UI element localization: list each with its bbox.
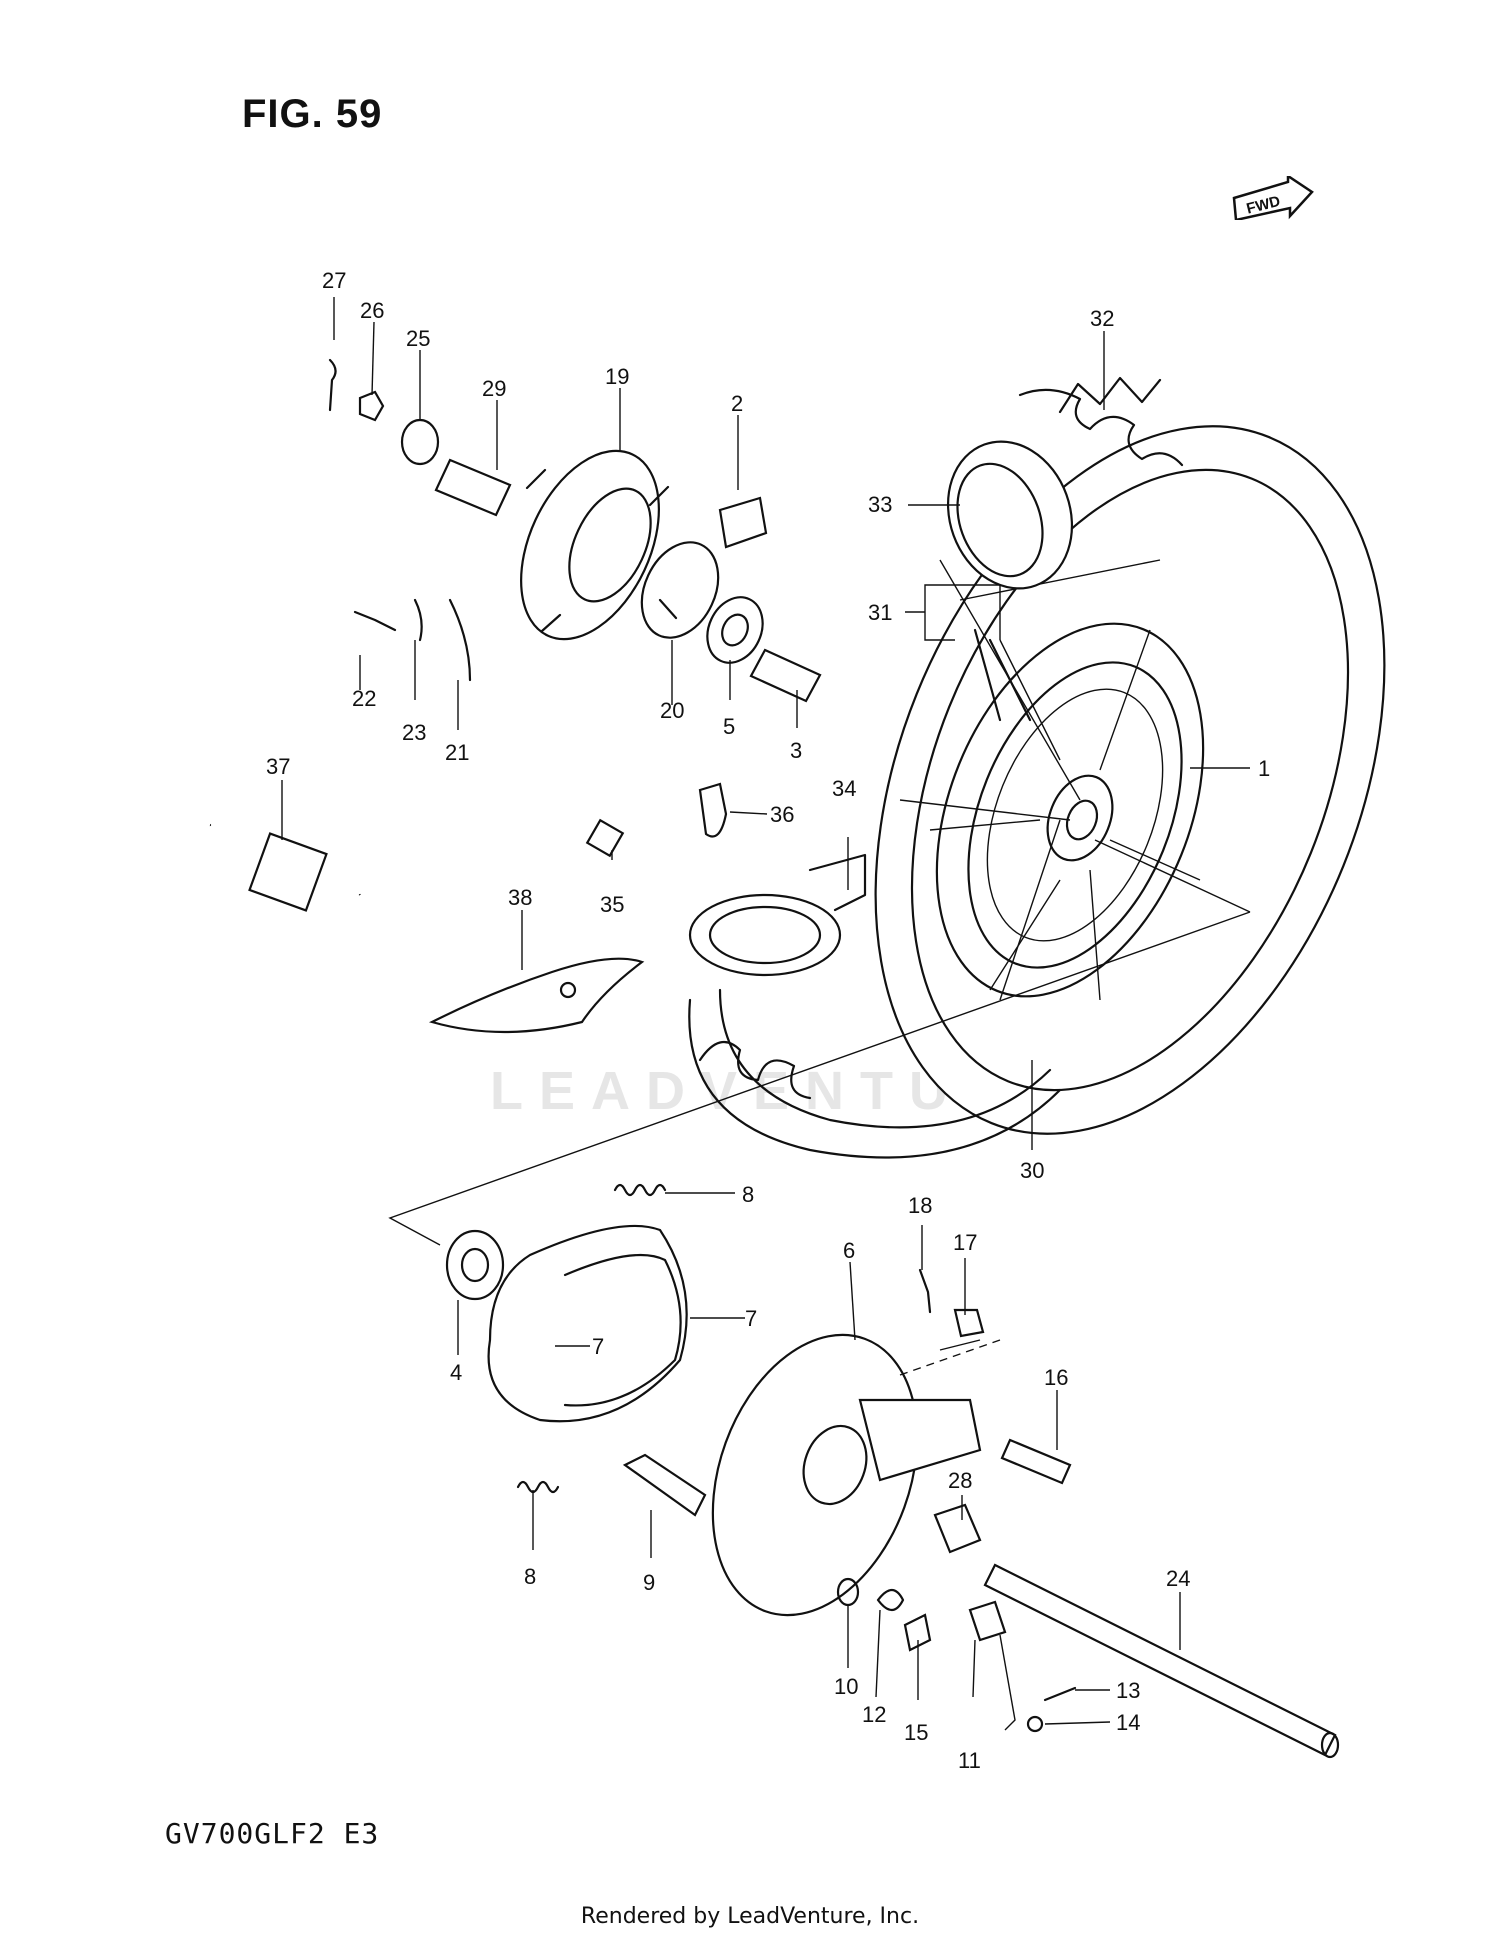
callout-35: 35 — [600, 892, 624, 917]
callout-1: 1 — [1258, 756, 1270, 781]
brake-panel-drawing — [711, 1333, 982, 1617]
bolt-plate-clip-drawing — [353, 598, 472, 682]
callout-7a: 7 — [745, 1306, 757, 1331]
inner-tube-drawing — [688, 988, 1062, 1159]
callout-16: 16 — [1044, 1365, 1068, 1390]
callout-34: 34 — [832, 776, 856, 801]
hub-drum-drawing — [520, 449, 678, 641]
callout-24: 24 — [1166, 1566, 1190, 1591]
valve-drawing — [698, 782, 728, 838]
bearing-4-drawing — [445, 1229, 505, 1301]
tire-and-wheel-drawing — [698, 376, 1386, 1135]
callout-29: 29 — [482, 376, 506, 401]
callout-13: 13 — [1116, 1678, 1140, 1703]
chain-adjuster-parts-drawing — [836, 1577, 1077, 1733]
callout-2: 2 — [731, 391, 743, 416]
callout-14: 14 — [1116, 1710, 1140, 1735]
callout-12: 12 — [862, 1702, 886, 1727]
callout-25: 25 — [406, 326, 430, 351]
callout-numbers: 27 26 25 29 19 2 32 33 31 1 30 22 23 21 … — [266, 268, 1270, 1773]
footer-credit: Rendered by LeadVenture, Inc. — [580, 1904, 920, 1929]
callout-21: 21 — [445, 740, 469, 765]
axle-drawing — [983, 1563, 1340, 1759]
callout-5: 5 — [723, 714, 735, 739]
figure-title: FIG. 59 — [242, 92, 383, 136]
patch-drawing — [428, 957, 645, 1034]
callout-33: 33 — [868, 492, 892, 517]
callout-27: 27 — [322, 268, 346, 293]
callout-28: 28 — [948, 1468, 972, 1493]
callout-19: 19 — [605, 364, 629, 389]
callout-36: 36 — [770, 802, 794, 827]
nut-35-drawing — [585, 818, 625, 858]
springs-drawing — [516, 1183, 667, 1494]
callout-4: 4 — [450, 1360, 462, 1385]
callout-22: 22 — [352, 686, 376, 711]
callout-3: 3 — [790, 738, 802, 763]
callout-38: 38 — [508, 885, 532, 910]
rim-band-drawing — [688, 853, 867, 977]
callout-32: 32 — [1090, 306, 1114, 331]
callout-37: 37 — [266, 754, 290, 779]
callout-6: 6 — [843, 1238, 855, 1263]
spokes-drawing — [973, 628, 1032, 722]
camshaft-drawing — [622, 1453, 707, 1517]
spacer-28-drawing — [933, 1503, 982, 1554]
callout-8b: 8 — [524, 1564, 536, 1589]
callout-9: 9 — [643, 1570, 655, 1595]
callout-11: 11 — [958, 1748, 981, 1773]
security-chain-drawing — [160, 819, 415, 1141]
callout-23: 23 — [402, 720, 426, 745]
panel-fasteners-drawing — [918, 1268, 1072, 1485]
callout-17: 17 — [953, 1230, 977, 1255]
model-code: GV700GLF2 E3 — [165, 1817, 380, 1850]
cap-drawing — [946, 440, 1074, 590]
callout-8a: 8 — [742, 1182, 754, 1207]
callout-10: 10 — [834, 1674, 858, 1699]
callout-15: 15 — [904, 1720, 928, 1745]
brake-shoes-drawing — [487, 1224, 688, 1423]
o-ring-drawing — [640, 541, 720, 639]
leader-lines — [281, 297, 1251, 1731]
callout-20: 20 — [660, 698, 684, 723]
callout-30: 30 — [1020, 1158, 1044, 1183]
fwd-arrow-icon: FWD — [1232, 176, 1314, 220]
callout-7b: 7 — [592, 1334, 604, 1359]
callout-18: 18 — [908, 1193, 932, 1218]
hub-small-parts-drawing — [328, 358, 822, 703]
callout-26: 26 — [360, 298, 384, 323]
callout-31: 31 — [868, 600, 892, 625]
